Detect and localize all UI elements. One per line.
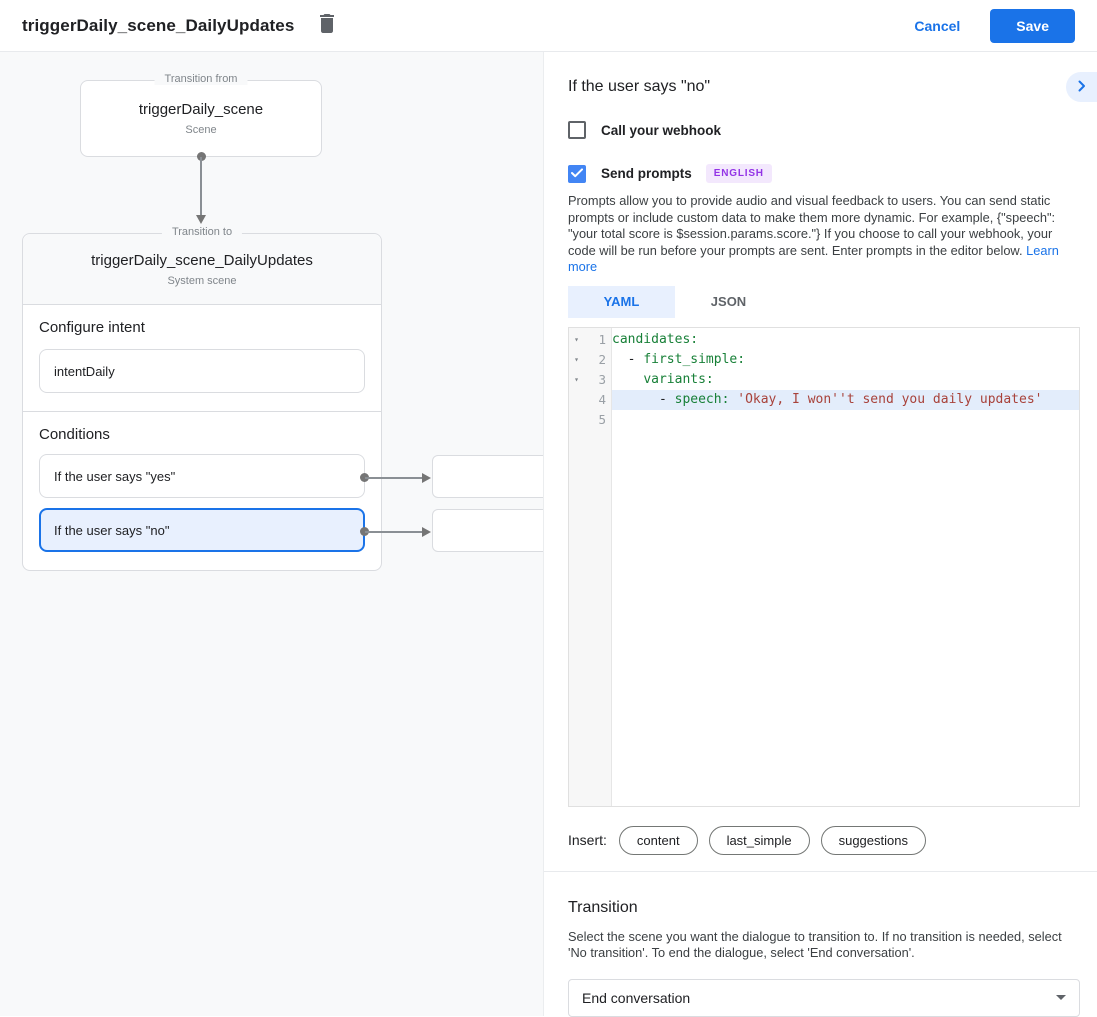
transition-description: Select the scene you want the dialogue t…: [568, 928, 1062, 961]
prompts-checkbox-label: Send prompts: [601, 166, 692, 181]
panel-title: If the user says "no": [568, 78, 711, 95]
prompts-checkbox[interactable]: [568, 164, 586, 183]
transition-select-value: End conversation: [582, 989, 691, 1006]
page-title: triggerDaily_scene_DailyUpdates: [22, 15, 295, 35]
code-token: 'Okay, I won''t send you daily updates': [737, 391, 1043, 407]
code-token: variants:: [643, 371, 714, 387]
tab-json[interactable]: JSON: [710, 294, 747, 309]
line-number: 4: [598, 392, 606, 407]
webhook-checkbox-label: Call your webhook: [601, 122, 722, 138]
trash-icon: [318, 14, 336, 37]
from-node-title: triggerDaily_scene: [138, 101, 264, 118]
condition-item-no[interactable]: If the user says "no": [39, 508, 365, 552]
main-area: Transition from triggerDaily_scene Scene…: [0, 52, 1097, 1017]
intent-section: Configure intent intentDaily: [23, 305, 381, 411]
editor-code-area[interactable]: candidates: - first_simple: variants: - …: [612, 328, 1079, 806]
editor-tabs: YAML JSON: [568, 285, 1080, 318]
code-line-4: - speech: 'Okay, I won''t send you daily…: [612, 389, 1079, 410]
detail-panel: If the user says "no" Call your webhook …: [543, 52, 1097, 1017]
header-left: triggerDaily_scene_DailyUpdates: [22, 12, 338, 39]
gutter-row: 5: [569, 410, 611, 430]
header-bar: triggerDaily_scene_DailyUpdates Cancel S…: [0, 0, 1097, 52]
flow-canvas: Transition from triggerDaily_scene Scene…: [0, 52, 543, 1016]
fold-arrow-icon[interactable]: ▾: [574, 375, 579, 384]
arrow-down-icon: [196, 215, 206, 224]
arrow-right-icon: [422, 527, 431, 537]
prompts-checkbox-row[interactable]: Send prompts ENGLISH: [568, 164, 1080, 183]
code-line-3: variants:: [612, 370, 1079, 390]
to-card-title: triggerDaily_scene_DailyUpdates: [91, 251, 313, 269]
line-number: 2: [598, 352, 606, 367]
code-token: -: [612, 351, 644, 367]
conditions-section: Conditions If the user says "yes" If the…: [23, 411, 381, 570]
intent-field-value: intentDaily: [54, 363, 115, 379]
code-token: -: [612, 391, 675, 407]
code-token: candidates:: [612, 331, 699, 347]
condition-yes-line: [365, 477, 423, 479]
condition-no-target-node[interactable]: [432, 509, 543, 552]
insert-chip-last-simple[interactable]: last_simple: [708, 825, 810, 855]
code-line-2: - first_simple:: [612, 350, 1079, 370]
transition-heading: Transition: [568, 898, 638, 916]
insert-label: Insert:: [568, 832, 607, 848]
condition-yes-dot: [360, 473, 369, 482]
code-line-5: [612, 410, 1079, 430]
language-badge: ENGLISH: [705, 164, 772, 183]
learn-more-link[interactable]: Learn more: [568, 242, 1059, 275]
transition-to-card: Transition to triggerDaily_scene_DailyUp…: [22, 226, 382, 571]
prompts-description: Prompts allow you to provide audio and v…: [568, 193, 1080, 276]
webhook-checkbox-row[interactable]: Call your webhook: [568, 121, 1080, 139]
insert-chip-content[interactable]: content: [618, 825, 698, 855]
webhook-checkbox[interactable]: [568, 121, 586, 139]
gutter-row: ▾ 1: [569, 330, 611, 350]
gutter-row: ▾ 2: [569, 350, 611, 370]
insert-row: Insert: content last_simple suggestions: [568, 825, 1080, 855]
cancel-button[interactable]: Cancel: [914, 17, 961, 34]
transition-select[interactable]: End conversation: [568, 978, 1080, 1017]
condition-no-label: If the user says "no": [54, 522, 170, 538]
to-card-subtitle: System scene: [167, 274, 237, 287]
connector-line: [200, 157, 202, 217]
transition-to-label: Transition to: [161, 226, 243, 238]
tab-yaml[interactable]: YAML: [568, 285, 675, 318]
line-number: 3: [598, 372, 606, 387]
prompts-description-text: Prompts allow you to provide audio and v…: [568, 193, 1056, 258]
gutter-row: ▾ 3: [569, 370, 611, 390]
from-node-subtitle: Scene: [185, 124, 217, 136]
gutter-row: 4: [569, 390, 611, 410]
delete-button[interactable]: [316, 12, 338, 39]
condition-no-dot: [360, 527, 369, 536]
collapse-panel-button[interactable]: [1066, 72, 1097, 102]
conditions-section-heading: Conditions: [39, 426, 110, 443]
condition-yes-label: If the user says "yes": [54, 468, 176, 484]
header-actions: Cancel Save: [914, 8, 1075, 43]
connector-dot: [197, 152, 206, 161]
section-divider: [544, 870, 1097, 872]
arrow-right-icon: [422, 473, 431, 483]
check-icon: [571, 165, 583, 183]
code-editor[interactable]: ▾ 1 ▾ 2 ▾ 3 4: [568, 326, 1080, 807]
line-number: 5: [598, 412, 606, 427]
save-button[interactable]: Save: [990, 8, 1075, 43]
condition-no-line: [365, 531, 423, 533]
code-line-1: candidates:: [612, 330, 1079, 350]
condition-item-yes[interactable]: If the user says "yes": [39, 454, 365, 498]
code-token: first_simple:: [643, 351, 746, 367]
transition-from-label: Transition from: [154, 73, 248, 85]
intent-section-heading: Configure intent: [39, 319, 145, 336]
line-number: 1: [598, 332, 606, 347]
code-token: speech:: [674, 391, 730, 407]
condition-yes-target-node[interactable]: [432, 455, 543, 498]
chevron-right-icon: [1076, 80, 1088, 95]
transition-section: Transition Select the scene you want the…: [568, 872, 1080, 1017]
code-token: [612, 372, 643, 387]
fold-arrow-icon[interactable]: ▾: [574, 335, 579, 344]
to-card-header[interactable]: triggerDaily_scene_DailyUpdates System s…: [23, 234, 381, 305]
dropdown-caret-icon: [1056, 995, 1066, 1000]
fold-arrow-icon[interactable]: ▾: [574, 355, 579, 364]
intent-field[interactable]: intentDaily: [39, 349, 365, 393]
transition-from-node[interactable]: Transition from triggerDaily_scene Scene: [80, 73, 322, 157]
editor-gutter: ▾ 1 ▾ 2 ▾ 3 4: [569, 327, 612, 806]
insert-chip-suggestions[interactable]: suggestions: [820, 825, 926, 855]
